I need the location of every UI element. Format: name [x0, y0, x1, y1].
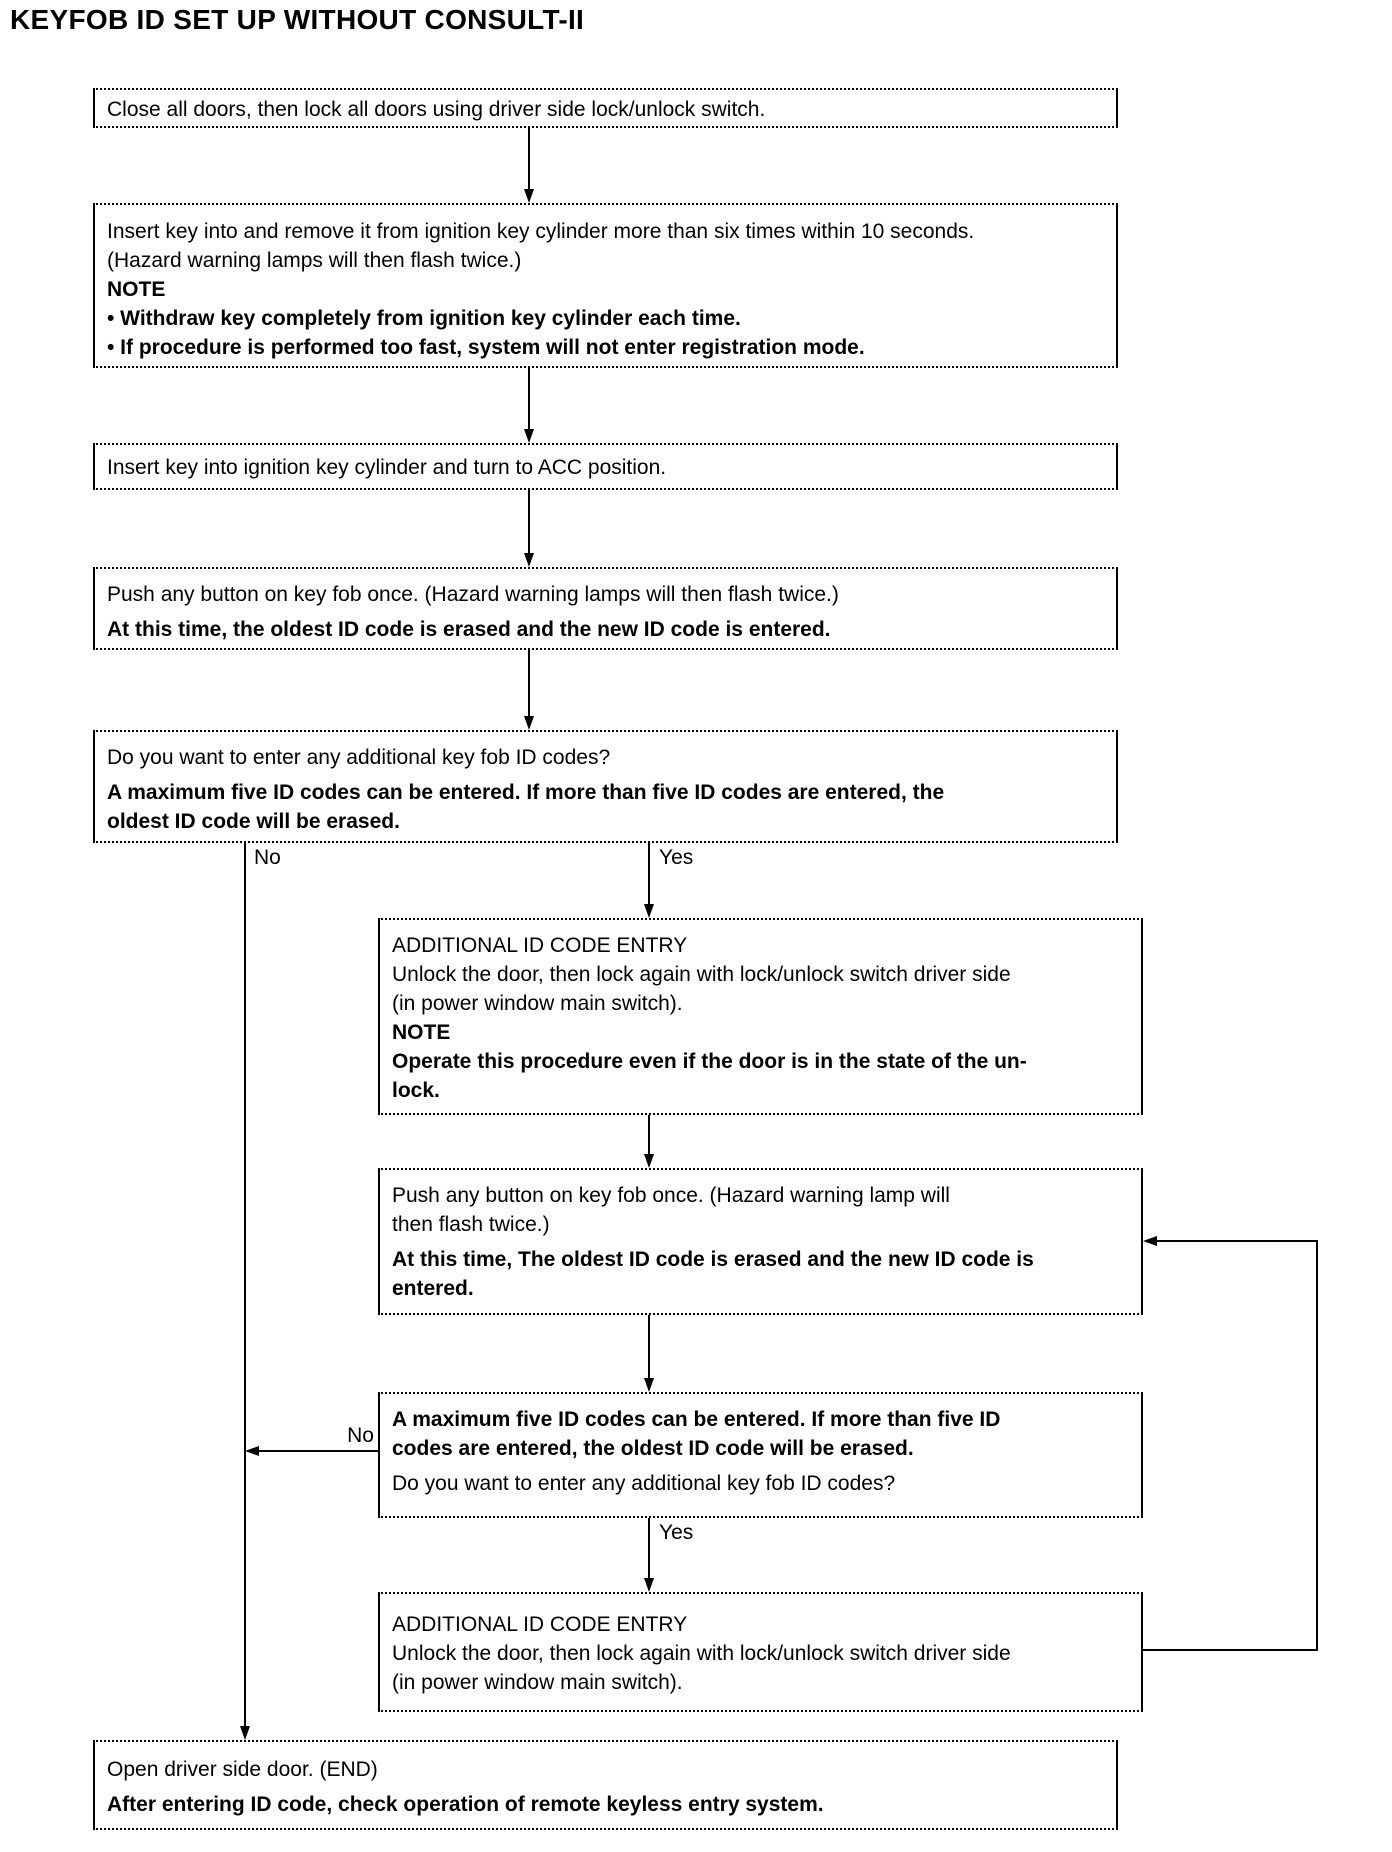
flow-box-line: Operate this procedure even if the door …	[392, 1050, 1027, 1073]
flow-box-line: (in power window main switch).	[392, 992, 683, 1015]
branch-label-no-2: No	[347, 1424, 374, 1447]
flow-box-line: then flash twice.)	[392, 1213, 550, 1236]
arrowhead-step5-icon	[524, 716, 534, 730]
connector-step4-step5	[528, 650, 530, 716]
flow-box-additional-codes-question-2: A maximum five ID codes can be entered. …	[378, 1392, 1143, 1518]
branch-label-yes-2: Yes	[659, 1521, 694, 1544]
flow-box-insert-remove-key: Insert key into and remove it from ignit…	[93, 203, 1118, 368]
flow-box-line: NOTE	[392, 1021, 451, 1044]
flow-box-line: At this time, the oldest ID code is eras…	[107, 618, 831, 641]
flow-box-line: Do you want to enter any additional key …	[107, 746, 611, 769]
arrowhead-step2-icon	[524, 189, 534, 203]
connector-step3-step4	[528, 490, 530, 553]
connector-loop-top	[1156, 1240, 1316, 1242]
connector-loop-vertical	[1316, 1240, 1318, 1651]
flow-box-line: At this time, The oldest ID code is eras…	[392, 1248, 1034, 1271]
connector-step1-step2	[528, 128, 530, 190]
connector-step7-step8	[648, 1315, 650, 1378]
flow-box-line: • Withdraw key completely from ignition …	[107, 307, 741, 330]
flow-box-line: Push any button on key fob once. (Hazard…	[392, 1184, 950, 1207]
flow-box-line: Do you want to enter any additional key …	[392, 1472, 896, 1495]
flow-box-line: (in power window main switch).	[392, 1671, 683, 1694]
flow-box-additional-codes-question: Do you want to enter any additional key …	[93, 730, 1118, 843]
flow-box-line: entered.	[392, 1277, 474, 1300]
connector-loop-bottom	[1143, 1649, 1318, 1651]
arrowhead-step9-icon	[644, 1578, 654, 1592]
connector-no-branch-2	[257, 1450, 378, 1452]
flow-box-open-door-end: Open driver side door. (END) After enteri…	[93, 1740, 1118, 1830]
arrowhead-step4-icon	[524, 553, 534, 567]
flow-box-line: lock.	[392, 1079, 440, 1102]
connector-yes-branch-2	[648, 1518, 650, 1578]
connector-no-branch	[244, 843, 246, 1726]
flow-box-additional-id-entry-1: ADDITIONAL ID CODE ENTRY Unlock the door,…	[378, 918, 1143, 1115]
flow-box-line: Open driver side door. (END)	[107, 1758, 378, 1781]
flow-box-line: ADDITIONAL ID CODE ENTRY	[392, 1613, 688, 1636]
flow-box-line: Insert key into and remove it from ignit…	[107, 220, 975, 243]
flow-box-line: Push any button on key fob once. (Hazard…	[107, 583, 839, 606]
flow-box-line: (Hazard warning lamps will then flash tw…	[107, 249, 522, 272]
connector-yes-branch-1	[648, 843, 650, 904]
arrowhead-no-junction-icon	[245, 1446, 259, 1456]
flow-box-line: Unlock the door, then lock again with lo…	[392, 1642, 1011, 1665]
flow-box-turn-to-acc: Insert key into ignition key cylinder an…	[93, 443, 1118, 490]
connector-step2-step3	[528, 368, 530, 429]
flow-box-line: oldest ID code will be erased.	[107, 810, 400, 833]
branch-label-yes-1: Yes	[659, 846, 694, 869]
arrowhead-step10-icon	[240, 1726, 250, 1740]
flow-box-line: A maximum five ID codes can be entered. …	[392, 1408, 1001, 1431]
page-title: KEYFOB ID SET UP WITHOUT CONSULT-II	[10, 4, 585, 35]
flow-box-line: NOTE	[107, 278, 166, 301]
branch-label-no-1: No	[254, 846, 281, 869]
arrowhead-loop-step7-icon	[1143, 1236, 1157, 1246]
flow-box-line: • If procedure is performed too fast, sy…	[107, 336, 865, 359]
flow-box-line: Insert key into ignition key cylinder an…	[107, 456, 667, 479]
arrowhead-step7-icon	[644, 1154, 654, 1168]
connector-step6-step7	[648, 1115, 650, 1154]
arrowhead-step3-icon	[524, 429, 534, 443]
flow-box-push-keyfob-button: Push any button on key fob once. (Hazard…	[93, 567, 1118, 650]
flow-box-line: A maximum five ID codes can be entered. …	[107, 781, 945, 804]
flow-box-line: codes are entered, the oldest ID code wi…	[392, 1437, 914, 1460]
flow-box-line: Unlock the door, then lock again with lo…	[392, 963, 1011, 986]
flow-box-additional-id-entry-2: ADDITIONAL ID CODE ENTRY Unlock the door,…	[378, 1592, 1143, 1712]
flow-box-lock-all-doors: Close all doors, then lock all doors usi…	[93, 88, 1118, 128]
flow-box-line: Close all doors, then lock all doors usi…	[107, 98, 766, 121]
flow-box-line: ADDITIONAL ID CODE ENTRY	[392, 934, 688, 957]
flow-box-line: After entering ID code, check operation …	[107, 1793, 824, 1816]
flow-box-push-keyfob-button-2: Push any button on key fob once. (Hazard…	[378, 1168, 1143, 1315]
arrowhead-step6-icon	[644, 904, 654, 918]
arrowhead-step8-icon	[644, 1378, 654, 1392]
